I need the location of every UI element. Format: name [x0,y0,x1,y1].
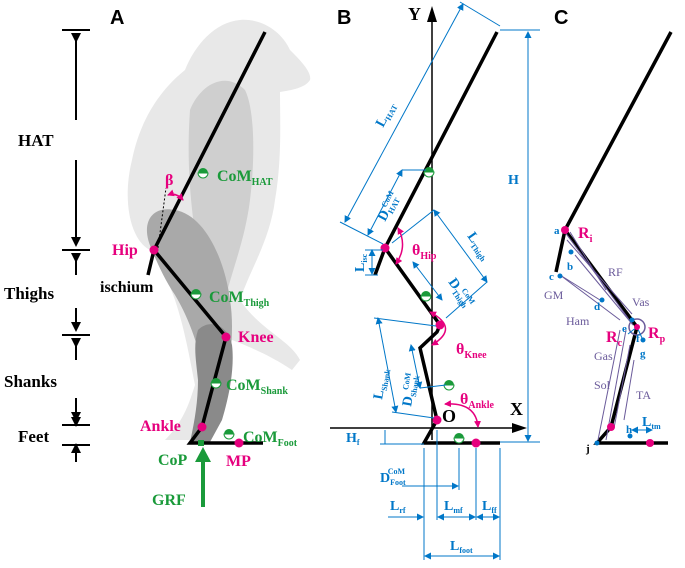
point-c-label: c [549,271,554,283]
segment-label-thighs: Thighs [4,284,54,303]
l-shank-label: LShank [371,367,392,401]
l-foot-label: Lfoot [450,539,473,555]
point-d-label: d [594,301,600,313]
beta-label: β [165,172,173,189]
l-hat-label: LHAT [373,99,400,130]
x-axis-label: X [510,399,523,419]
point-b-label: b [567,261,573,273]
beta-arc [167,189,184,201]
segment-label-feet: Feet [18,427,49,446]
cop-label: CoP [158,452,188,469]
l-thigh-label: LThigh [463,230,494,264]
l-ff-label: Lff [482,499,497,515]
hf-label: Hf [346,431,360,447]
segment-ruler [62,29,90,462]
ankle-joint-a [197,422,207,432]
muscle-sol-label: Sol [594,378,611,392]
l-tm-label: Ltm [642,415,661,431]
dimension-lines-b [339,1,540,560]
theta-ankle-arc [444,400,482,428]
hip-joint-a [149,245,159,255]
point-a-label: a [554,225,560,237]
muscle-rf-label: RF [608,265,623,279]
point-h-label: h [626,424,632,436]
theta-hip-arc [395,227,404,265]
segment-label-shanks: Shanks [4,372,57,391]
theta-knee-label: θKnee [456,341,487,361]
com-shank-label: CoMShank [226,377,288,397]
muscle-ham-label: Ham [566,314,590,328]
h-label: H [508,173,519,188]
panel-label-b: B [337,7,351,29]
d-thigh-label: DThighCoM [444,275,477,312]
knee-label: Knee [238,329,274,346]
monkey-silhouette [127,19,311,442]
r-p-label: Rp [648,325,666,345]
point-g-label: g [640,348,646,360]
d-foot-label: DFootCoM [380,467,406,487]
y-axis-label: Y [408,4,421,24]
muscle-gm-label: GM [544,288,564,302]
segment-label-hat: HAT [18,131,54,150]
knee-joint-a [221,332,231,342]
muscle-lines [559,231,635,441]
muscle-ta-label: TA [636,388,651,402]
theta-hip-label: θHip [412,242,437,262]
mp-label: MP [226,453,251,470]
hip-label: Hip [112,242,138,259]
muscle-vas-label: Vas [632,295,650,309]
r-c-label: Rc [606,329,623,349]
hip-joint-b [380,243,390,253]
stick-figure-c [554,31,673,273]
cop-marker [198,440,204,446]
l-isc-label: Lisc [353,253,369,272]
origin-label: O [442,406,456,426]
point-f-label: f [636,333,640,345]
theta-ankle-label: θAnkle [460,391,494,411]
ankle-joint-b [432,415,442,425]
r-i-label: Ri [578,225,593,245]
muscle-points [557,226,654,447]
l-rf-label: Lrf [390,499,406,515]
mp-joint-a [234,438,244,448]
d-shank-label: DShankCoM [398,372,422,408]
point-j-label: j [585,443,590,455]
ischium-label: ischium [100,279,154,296]
ankle-label: Ankle [140,418,181,435]
patella-circle [628,318,646,336]
com-markers-a [190,168,235,440]
com-foot-label: CoMFoot [243,429,298,449]
panel-label-c: C [554,7,568,29]
panel-label-a: A [110,7,124,29]
point-e-label: e [622,323,627,335]
theta-knee-arc [429,311,447,346]
muscle-gas-label: Gas [594,349,613,363]
mp-joint-b [471,438,481,448]
com-hat-label: CoMHAT [217,168,273,188]
com-thigh-label: CoMThigh [209,289,270,309]
l-mf-label: Lmf [444,499,463,515]
grf-label: GRF [152,492,186,509]
